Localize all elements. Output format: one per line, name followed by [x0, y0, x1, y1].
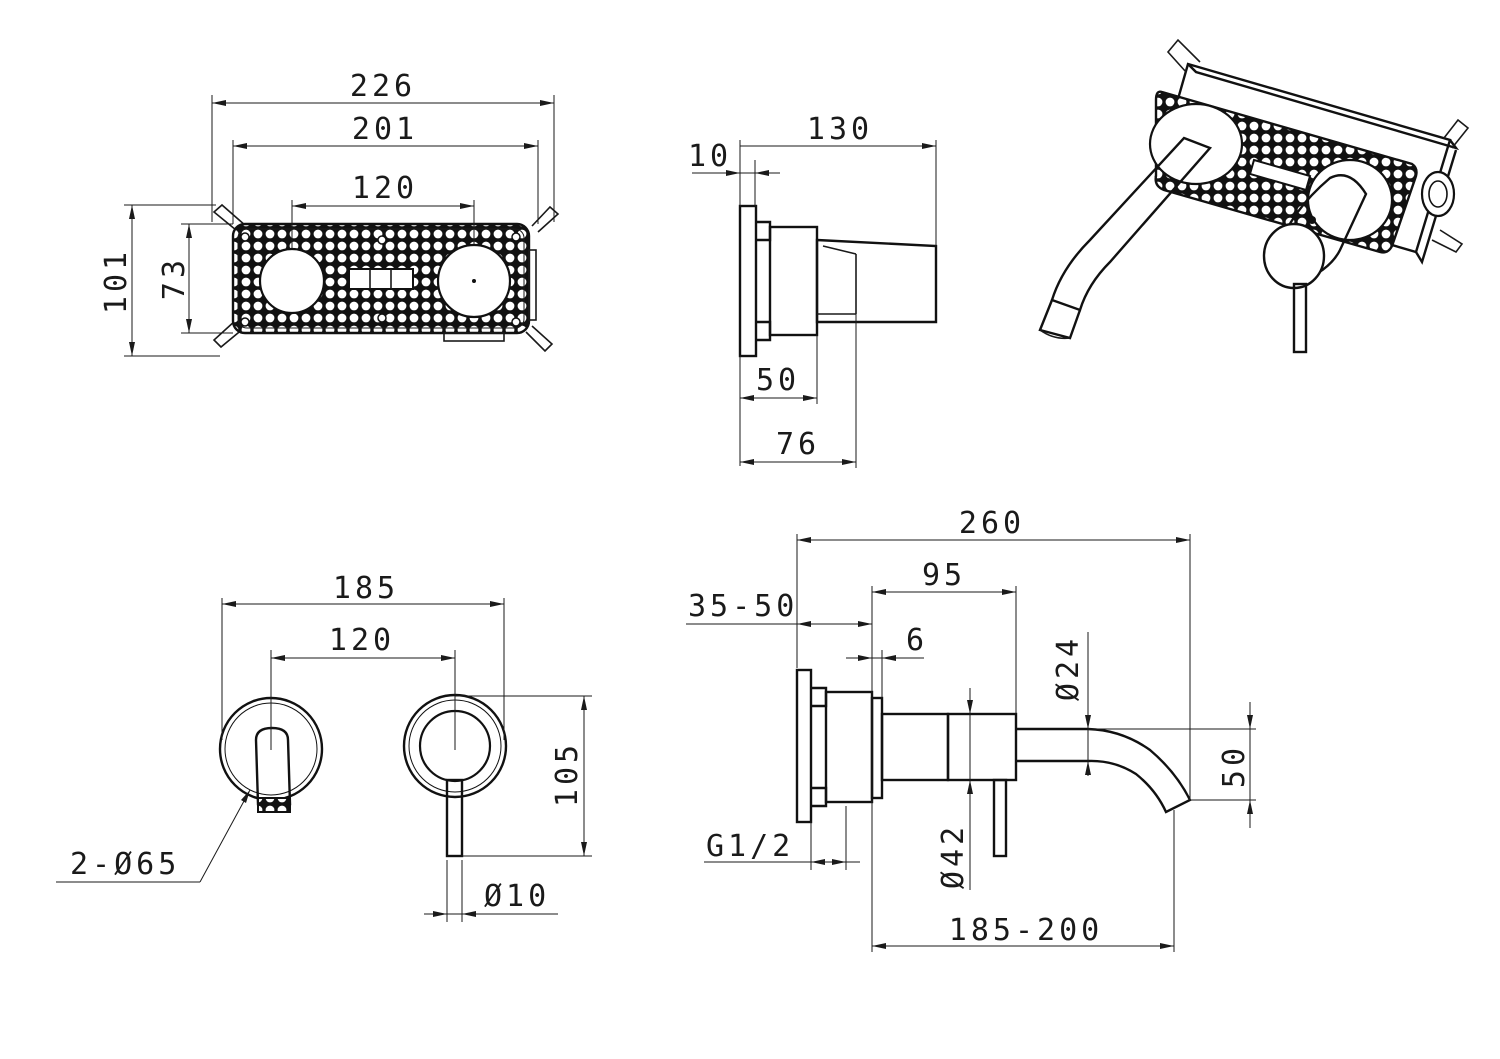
- dim-gap: 6: [906, 623, 928, 658]
- dim-center-distance-trim: 120: [329, 623, 395, 658]
- dim-overall-height: 101: [99, 248, 134, 314]
- dim-lever: Ø10: [484, 879, 550, 914]
- valve-opening-left: [258, 247, 326, 315]
- dim-rosette: 2-Ø65: [70, 847, 180, 882]
- isometric-view: [1038, 38, 1470, 354]
- dim-center-distance: 120: [352, 171, 418, 206]
- dim-thread: G1/2: [706, 829, 794, 864]
- dim-depth-total: 130: [807, 112, 873, 147]
- trim-side-view: 260 95 35-50 6 Ø24 50 Ø42: [686, 506, 1256, 952]
- dim-cover: 76: [776, 427, 820, 462]
- dim-drop: 50: [1217, 744, 1252, 788]
- lever-handle: [445, 778, 464, 858]
- handle-body: [946, 712, 1018, 782]
- dim-wall-range: 35-50: [688, 589, 798, 624]
- dim-plate-height: 73: [157, 256, 192, 300]
- dim-flange: 10: [688, 139, 732, 174]
- dim-spout-body: 95: [922, 558, 966, 593]
- dim-overall-width: 226: [350, 69, 416, 104]
- front-view: 226 201 120 101 73: [99, 69, 560, 357]
- dim-spout-dia: Ø24: [1051, 635, 1086, 701]
- dim-handle-dia: Ø42: [936, 823, 971, 889]
- dim-plate-width: 201: [352, 112, 418, 147]
- side-view: 130 10 50 76: [688, 112, 938, 468]
- dim-projection: 185-200: [949, 913, 1103, 948]
- trim-front-view: 185 120 105 2-Ø65 Ø10: [56, 571, 592, 922]
- mounting-bracket-icon: [212, 203, 560, 353]
- dim-total: 260: [959, 506, 1025, 541]
- dim-outer: 185: [333, 571, 399, 606]
- dim-height-trim: 105: [550, 741, 585, 807]
- screw-icon: [240, 232, 521, 327]
- mounting-bracket-icon: [1166, 38, 1470, 254]
- dim-body: 50: [756, 363, 800, 398]
